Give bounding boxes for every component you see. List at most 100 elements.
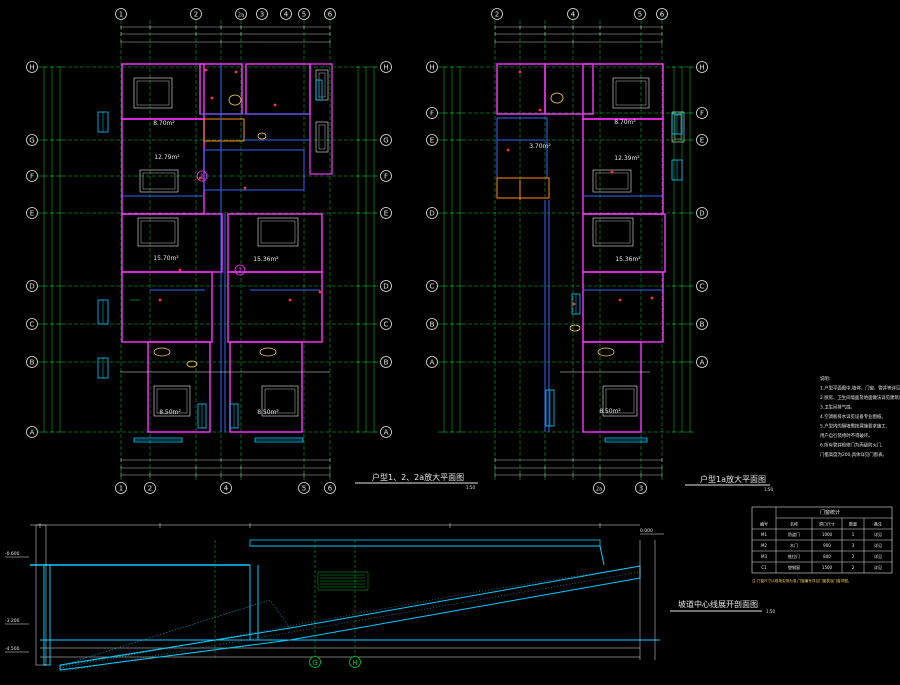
grid-bubble-right-label: D [383,283,388,291]
furniture-inner [595,220,631,244]
fixture [186,360,198,368]
grid-bubble-right-label: E [700,137,704,145]
furniture-inner [260,220,296,244]
grid-bubble-right-circle [380,134,392,146]
grid-bubble-left-label: H [29,64,34,72]
grid-bubble-bottom-label: 1 [119,485,123,493]
plan-right-title: 户型1a放大平面图 [700,474,766,484]
furniture [137,217,179,247]
furniture [133,77,173,109]
grid-bubble-top-label: 6 [328,11,333,19]
grid-bubble-left-circle [426,134,438,146]
wall-outline [309,63,333,175]
grid-bubble-right-circle [696,107,708,119]
note-line: 门槛高度为200,具体详见门窗表。 [820,451,887,458]
furniture-inner [264,388,296,414]
grid-bubble-bottom-label: 4 [224,485,229,493]
fixture [257,132,267,140]
grid-bubble-left-circle [26,134,38,146]
table-header: 洞口尺寸 [819,521,835,527]
grid-bubble-left-circle [26,426,38,438]
grid-bubble-left-label: E [30,210,34,218]
table-cell: 1000 [822,532,833,537]
section-title: 坡道中心线展开剖面图 [678,599,758,609]
wall-outline [496,177,550,199]
design-notes: 说明:1.户型平面图中,墙体、门窗、管井等详见各层平面图。2.厨房、卫生间墙面及… [820,375,900,458]
grid-bubble-left-circle [426,61,438,73]
pipe-marker [198,176,202,180]
grid-bubble-left-label: E [430,137,434,145]
grid-bubble-bottom-circle [144,482,156,494]
grid-bubble-right-circle [380,318,392,330]
note-line: 6.所有管井检修门为丙级防火门, [820,442,883,449]
pipe-marker [538,108,542,112]
grid-bubble-left-label: F [430,110,434,118]
table-header: 备注 [874,521,882,527]
plan-left-dimensions [42,25,376,477]
grid-bubble-top-label: 4 [571,11,576,19]
pipe-marker [506,148,510,152]
grid-bubble-left-label: B [430,321,435,329]
furniture [592,169,632,193]
furniture-inner [136,80,170,106]
grid-bubble-right-label: D [699,210,704,218]
grid-bubble-left-label: A [30,429,35,437]
room-area-label: 8.70m² [153,120,175,127]
plan-right-dimensions [442,25,692,477]
section-level-label: 0.000 [640,528,653,534]
pipe-marker [178,268,182,272]
fixture [597,347,615,357]
grid-bubble-left-circle [26,61,38,73]
ramp-fill-hatch [59,599,291,667]
table-cell: 防盗门 [788,531,800,537]
table-cell: 详见 [874,531,882,537]
note-line: 2.厨房、卫生间墙面及地面做法详见建筑说明。 [820,394,900,401]
grid-bubble-bottom-label: 3 [639,485,643,493]
grid-bubble-left-circle [426,107,438,119]
section-left-dim [35,524,47,666]
grid-bubble-right-circle [380,170,392,182]
grid-bubble-right-circle [380,280,392,292]
grid-bubble-right-circle [380,207,392,219]
grid-bubble-top-circle [491,8,503,20]
grid-bubble-left-label: D [29,283,34,291]
table-cell: 800 [823,554,831,559]
grid-bubble-right-label: C [384,321,389,329]
grid-bubble-left-label: B [30,359,35,367]
grid-bubble-right-circle [696,318,708,330]
section-railing [249,539,601,547]
pipe-marker [618,298,622,302]
table-cell: C1 [761,565,767,570]
furniture [315,121,329,153]
grid-bubble-top-circle [190,8,202,20]
grid-bubble-bottom-label: 6 [328,485,333,493]
wall-outline [203,118,245,142]
note-line: 用户自行装修时不得破坏。 [820,432,873,439]
table-cell: M2 [761,543,767,548]
table-cell: 1 [852,532,855,537]
grid-bubble-left-label: C [30,321,35,329]
pipe-marker [210,96,214,100]
note-line: 4.空调板排水详见设备专业图纸。 [820,413,886,420]
wall-outline [582,341,642,433]
table-header: 数量 [849,521,857,527]
grid-bubble-top-label: 5 [638,11,642,19]
furniture [257,217,299,247]
grid-bubble-bottom-label: 2a [596,487,602,493]
table-cell: 详见 [874,564,882,570]
table-title: 门窗统计 [820,509,840,516]
unit-mark-circle [196,170,208,182]
grid-bubble-left-label: C [430,283,435,291]
pipe-marker [273,103,277,107]
grid-bubble-right-label: F [700,110,704,118]
table-cell: M3 [761,554,767,559]
grid-bubble-top-circle [656,8,668,20]
section-scale: 1:50 [766,609,775,614]
furniture-inner [140,220,176,244]
furniture-inner [156,388,188,414]
grid-bubble-left-circle [426,356,438,368]
